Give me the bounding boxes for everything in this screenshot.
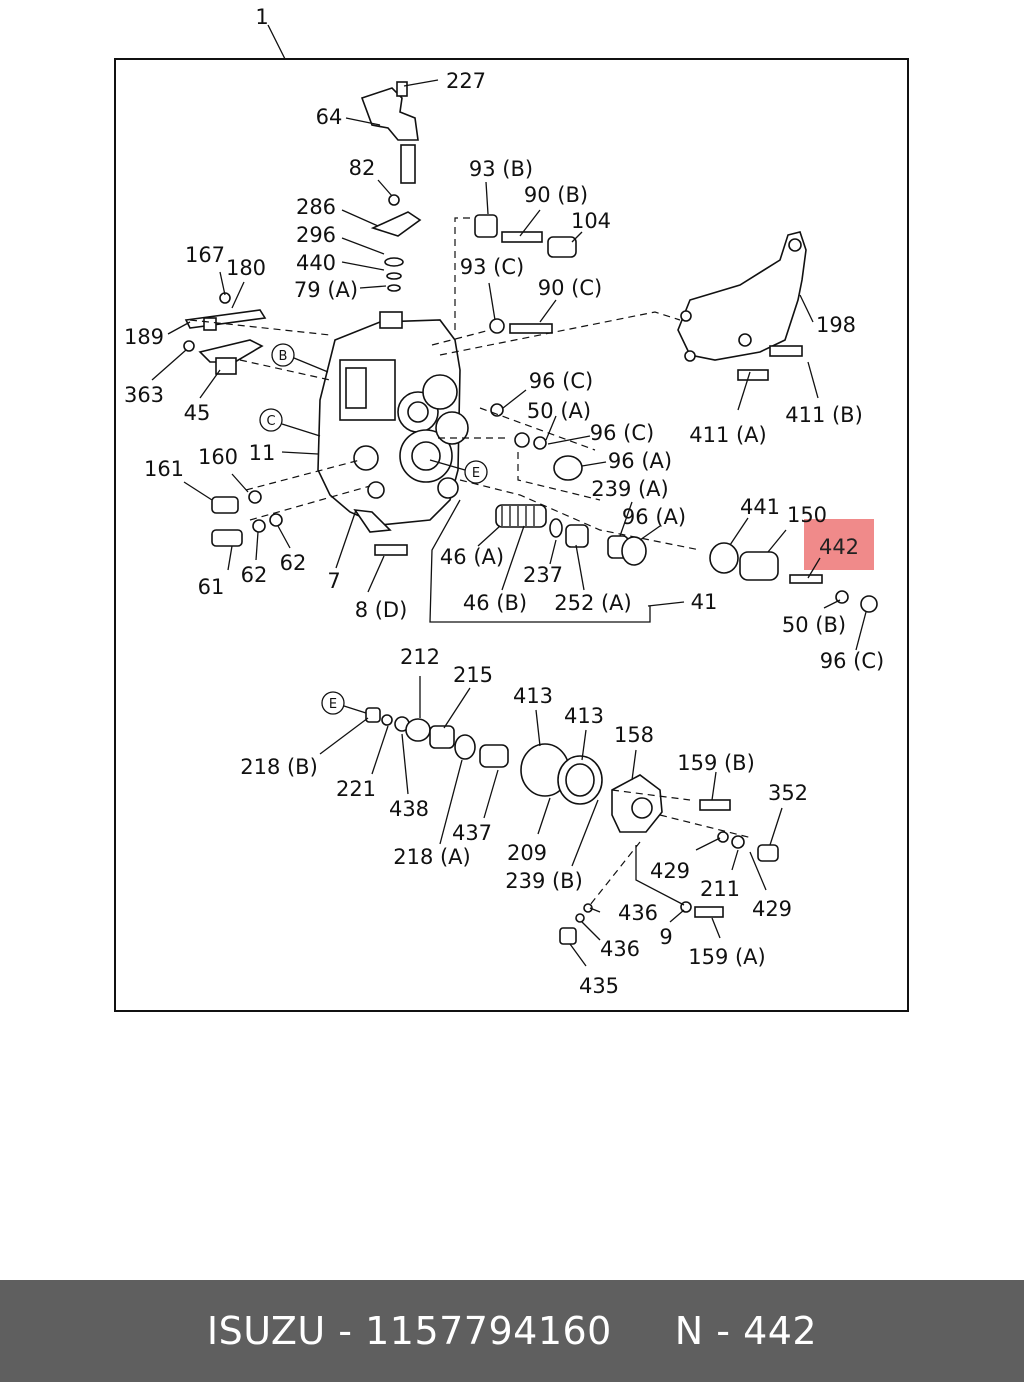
part-label: 429: [650, 859, 690, 883]
part-label: 45: [184, 401, 211, 425]
leader-lines: [151, 79, 867, 967]
part-label: 209: [507, 841, 547, 865]
part-label: 167: [185, 243, 225, 267]
footer-ref: N - 442: [674, 1309, 818, 1353]
part-label: 104: [571, 209, 611, 233]
part-label: 441: [740, 495, 780, 519]
part-label: 82: [349, 156, 376, 180]
part-label: 11: [249, 441, 276, 465]
footer-gap: [612, 1309, 675, 1353]
footer-separator: -: [325, 1309, 366, 1353]
part-label: 286: [296, 195, 336, 219]
part-label: 239 (A): [591, 477, 669, 501]
part-label: 237: [523, 563, 563, 587]
part-label: 50 (A): [527, 399, 591, 423]
diagram-frame: [114, 58, 909, 1012]
lever-assembly: [360, 81, 422, 292]
part-label: 211: [700, 877, 740, 901]
part-label: 159 (A): [688, 945, 766, 969]
part-label: 239 (B): [505, 869, 583, 893]
pump-housing: [317, 311, 469, 533]
part-label: 90 (C): [538, 276, 602, 300]
part-label: 411 (B): [785, 403, 863, 427]
part-label: 159 (B): [677, 751, 755, 775]
circled-ref-b: B: [279, 349, 288, 364]
part-label: 150: [787, 503, 827, 527]
part-label: 50 (B): [782, 613, 846, 637]
part-label: 61: [198, 575, 225, 599]
part-label: 436: [600, 937, 640, 961]
part-label: 218 (B): [240, 755, 318, 779]
part-label: 96 (A): [622, 505, 686, 529]
footer-bar: ISUZU - 1157794160 N - 442: [0, 1280, 1024, 1382]
highlight-label: 442: [819, 535, 859, 559]
linkage-parts: [183, 292, 267, 375]
circled-refs: B C E E: [259, 343, 488, 715]
part-label: 352: [768, 781, 808, 805]
part-label: 79 (A): [294, 278, 358, 302]
part-label: 96 (C): [590, 421, 654, 445]
part-label: 212: [400, 645, 440, 669]
part-label: 7: [327, 569, 340, 593]
part-label: 436: [618, 901, 658, 925]
part-label: 437: [452, 821, 492, 845]
part-label: 46 (B): [463, 591, 527, 615]
part-label: 96 (C): [820, 649, 884, 673]
part-label: 90 (B): [524, 183, 588, 207]
footer-part-number: 1157794160: [365, 1309, 612, 1353]
part-label: 438: [389, 797, 429, 821]
part-label: 62: [280, 551, 307, 575]
part-label: 435: [579, 974, 619, 998]
part-label: 8 (D): [355, 598, 408, 622]
part-label: 363: [124, 383, 164, 407]
part-label: 158: [614, 723, 654, 747]
part-label: 161: [144, 457, 184, 481]
circled-ref-e-lower: E: [329, 697, 337, 712]
bracket-198: [677, 231, 807, 381]
part-label: 180: [226, 256, 266, 280]
plunger-group-41: [495, 504, 878, 613]
part-label: 413: [513, 684, 553, 708]
part-label: 252 (A): [554, 591, 632, 615]
part-label: 221: [336, 777, 376, 801]
lower-assembly: [365, 707, 779, 945]
part-label: 411 (A): [689, 423, 767, 447]
part-label: 93 (B): [469, 157, 533, 181]
part-label: 41: [691, 590, 718, 614]
part-label: 413: [564, 704, 604, 728]
part-label: 189: [124, 325, 164, 349]
footer-brand: ISUZU: [206, 1309, 326, 1353]
part-label: 429: [752, 897, 792, 921]
part-label: 93 (C): [460, 255, 524, 279]
part-label: 227: [446, 69, 486, 93]
part-label: 96 (A): [608, 449, 672, 473]
part-label: 440: [296, 251, 336, 275]
part-label: 96 (C): [529, 369, 593, 393]
left-bolts: [211, 490, 408, 556]
part-label: 218 (A): [393, 845, 471, 869]
highlight-box: [804, 519, 874, 570]
part-label: 198: [816, 313, 856, 337]
part-label: 296: [296, 223, 336, 247]
part-label: 160: [198, 445, 238, 469]
assembly-label: 1: [255, 5, 268, 29]
part-label: 9: [659, 925, 672, 949]
part-label: 46 (A): [440, 545, 504, 569]
part-label: 215: [453, 663, 493, 687]
circled-ref-c: C: [266, 414, 275, 429]
circled-ref-e: E: [472, 466, 480, 481]
part-label: 64: [316, 105, 343, 129]
part-label: 62: [241, 563, 268, 587]
upper-small-parts: [474, 214, 583, 481]
